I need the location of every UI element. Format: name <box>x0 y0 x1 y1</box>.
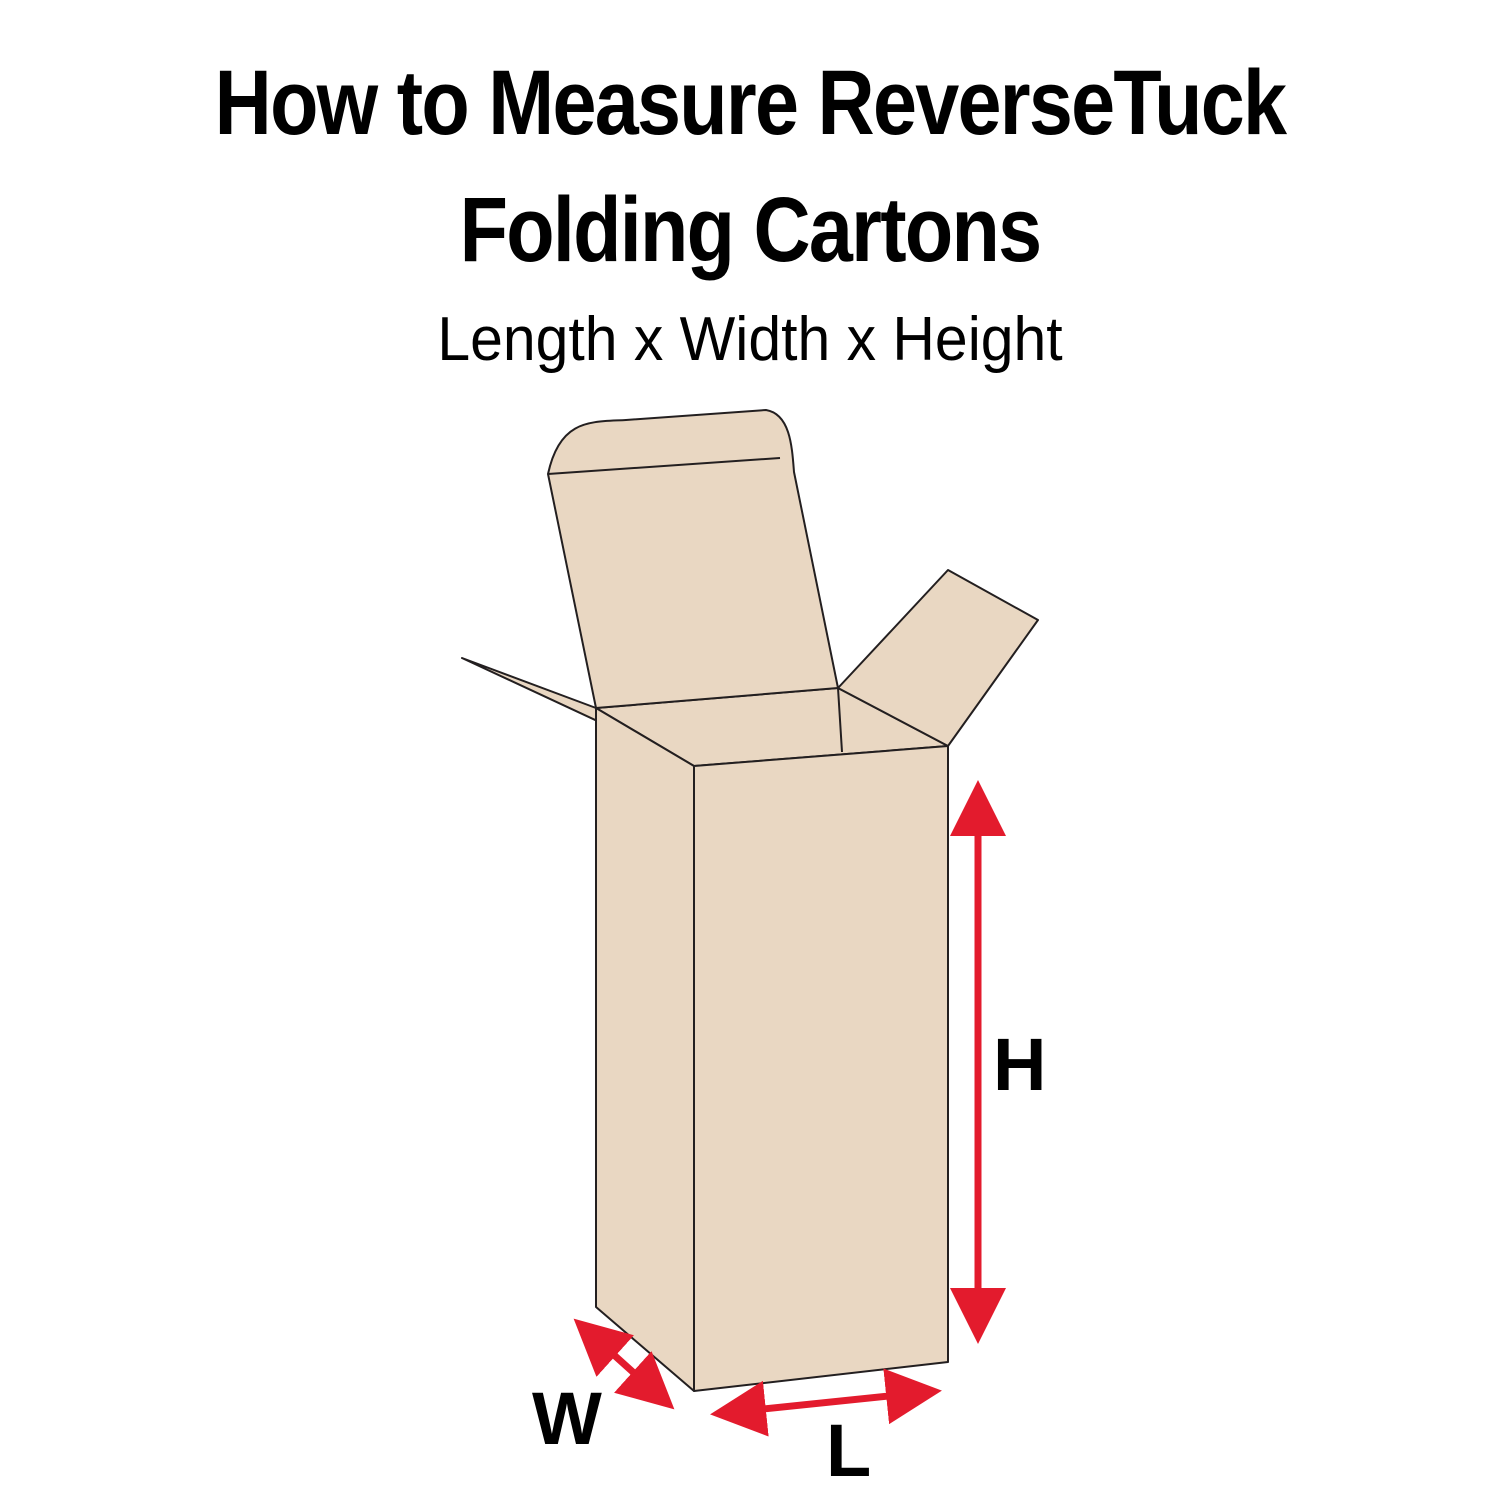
page-subtitle: Length x Width x Height <box>437 305 1063 374</box>
height-label: H <box>993 1023 1046 1106</box>
length-arrow <box>710 1368 942 1437</box>
carton <box>461 409 1039 1392</box>
dimension-arrows <box>573 780 1006 1437</box>
inner-back-corner <box>837 687 843 753</box>
side-panel <box>595 707 695 1392</box>
tuck-flap-fold-line <box>547 457 781 475</box>
width-arrow <box>573 1318 675 1410</box>
front-panel <box>693 745 949 1392</box>
top-tuck-lid <box>547 409 839 709</box>
width-label: W <box>532 1377 602 1460</box>
page-title-line-2: Folding Cartons <box>459 179 1042 281</box>
page-title-line-1: How to Measure ReverseTuck <box>214 52 1287 154</box>
right-dust-flap <box>837 569 1039 747</box>
length-label: L <box>826 1409 871 1492</box>
